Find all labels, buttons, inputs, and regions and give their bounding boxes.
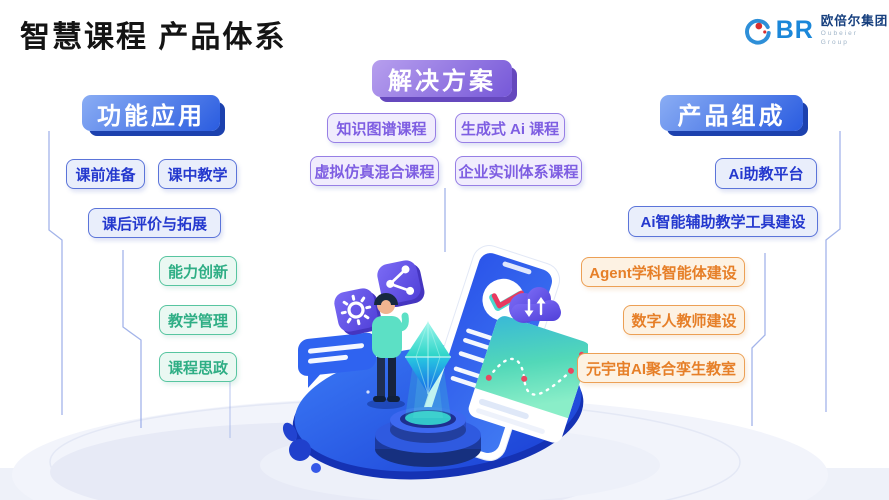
pill-teaching-management: 教学管理 [159, 305, 237, 335]
pill-virtual-simulation-course: 虚拟仿真混合课程 [310, 156, 439, 186]
person-hair [374, 293, 398, 306]
logo-abbr: BR [775, 16, 814, 45]
left-inner-bracket [122, 250, 142, 428]
illustration-smart-course [282, 245, 588, 480]
left-outer-bracket [48, 131, 63, 415]
person-figure [367, 293, 409, 409]
connector-lines [48, 131, 841, 438]
dotted-trend-line [487, 357, 573, 396]
gear-icon [340, 294, 372, 326]
section-header-products: 产品组成 [660, 95, 803, 131]
pill-ability-innovation: 能力创新 [159, 256, 237, 286]
pedestal [375, 407, 481, 467]
pill-course-ideology: 课程思政 [159, 352, 237, 382]
gear-tile [334, 288, 382, 335]
pill-metaverse-ai-classroom: 元宇宙AI聚合孪生教室 [577, 353, 745, 383]
pill-knowledge-graph-course: 知识图谱课程 [327, 113, 436, 143]
pill-generative-ai-course: 生成式 Ai 课程 [455, 113, 565, 143]
right-outer-bracket [825, 131, 841, 412]
person-arm [395, 312, 409, 332]
company-logo: BR 欧倍尔集团 Oubeier Group [744, 14, 889, 47]
pill-ai-teaching-tools: Ai智能辅助教学工具建设 [628, 206, 818, 237]
phone-notch [502, 261, 532, 275]
pill-post-class-evaluation: 课后评价与拓展 [88, 208, 221, 238]
pill-agent-subject-build: Agent学科智能体建设 [581, 257, 745, 287]
pill-in-class-teaching: 课中教学 [158, 159, 237, 189]
globe-logo-icon [745, 18, 771, 45]
logo-company-name: 欧倍尔集团 [820, 14, 889, 28]
pill-digital-human-teacher: 数字人教师建设 [623, 305, 745, 335]
cloud-sync-icon [509, 287, 561, 323]
page-title: 智慧课程 产品体系 [20, 21, 287, 54]
share-tile [377, 260, 425, 307]
share-icon [386, 265, 415, 295]
pill-ai-assistant-platform: Ai助教平台 [715, 158, 817, 189]
pill-enterprise-training-course: 企业实训体系课程 [455, 156, 582, 186]
section-header-functions: 功能应用 [82, 95, 220, 131]
speech-bubble [298, 332, 376, 388]
pill-pre-class-prep: 课前准备 [66, 159, 145, 189]
chart-card [468, 316, 588, 443]
right-inner-bracket [751, 253, 766, 426]
logo-text: 欧倍尔集团 Oubeier Group [821, 14, 889, 47]
logo-company-name-en: Oubeier Group [820, 30, 858, 47]
section-header-solutions: 解决方案 [372, 60, 512, 97]
